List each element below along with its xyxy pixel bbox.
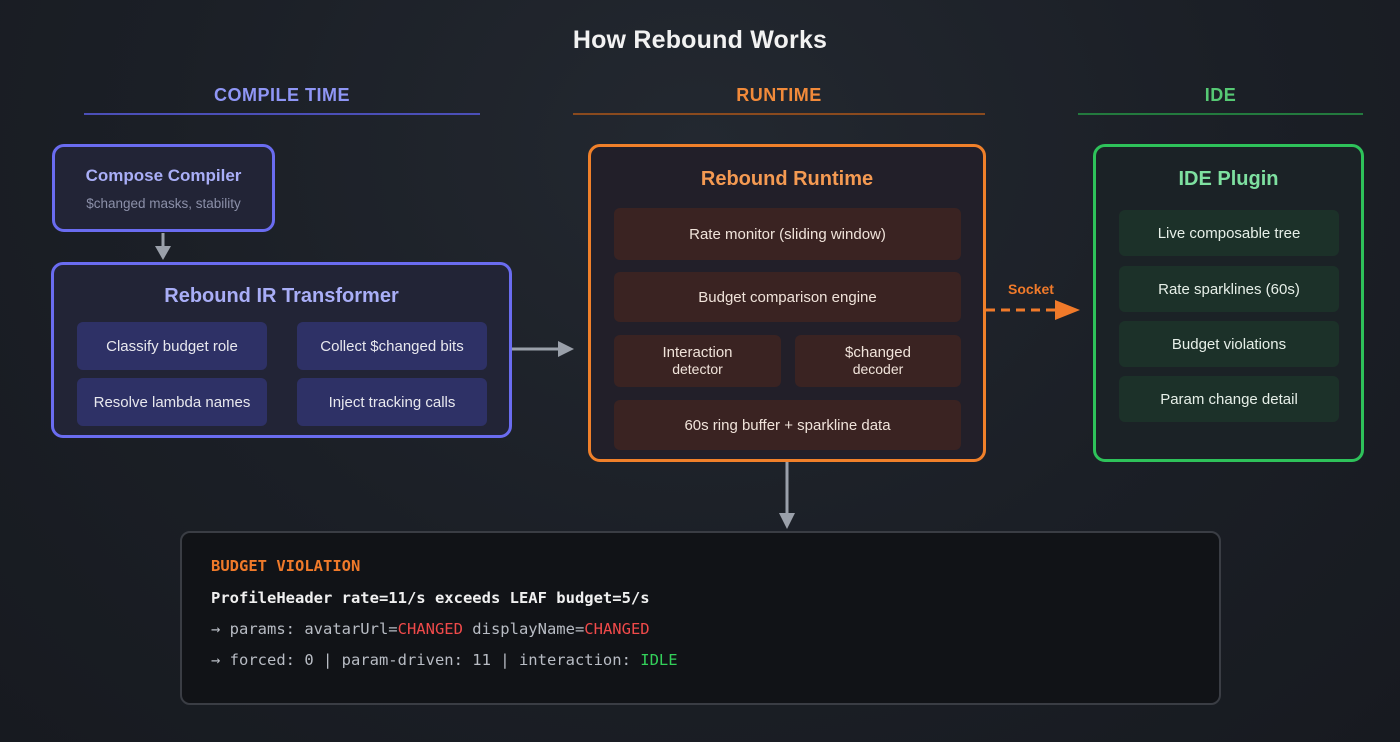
interaction-idle-status: IDLE [640,651,678,669]
changed-decoder-block: $changed decoder [795,335,961,387]
ide-plugin-box: IDE Plugin Live composable tree Rate spa… [1093,144,1364,462]
page-title: How Rebound Works [572,26,828,54]
column-divider-ide [1078,113,1363,115]
interaction-detector-line1: Interaction [662,344,733,361]
arrow-transformer-to-runtime [512,341,574,357]
socket-label: Socket [1008,281,1054,297]
column-divider-compile-time [84,113,480,115]
ir-transformer-box: Rebound IR Transformer Classify budget r… [51,262,512,438]
budget-engine-block: Budget comparison engine [614,272,961,322]
terminal-heading: BUDGET VIOLATION [211,557,361,575]
chip-inject-tracking-calls: Inject tracking calls [297,378,487,426]
ir-transformer-title: Rebound IR Transformer [164,285,399,307]
rebound-runtime-title: Rebound Runtime [700,168,874,190]
arrow-compiler-to-transformer [155,233,171,260]
chip-resolve-lambda-names: Resolve lambda names [77,378,267,426]
params-prefix: → params: avatarUrl= [211,620,398,638]
terminal-line-params: → params: avatarUrl=CHANGED displayName=… [211,620,650,638]
forced-prefix: → forced: 0 | param-driven: 11 | interac… [211,651,641,669]
column-header-compile-time: COMPILE TIME [214,85,350,105]
avatar-url-changed: CHANGED [397,620,463,638]
chip-collect-changed-bits: Collect $changed bits [297,322,487,370]
column-divider-runtime [573,113,985,115]
ide-item-rate-sparklines: Rate sparklines (60s) [1119,266,1339,312]
arrow-runtime-to-terminal [779,462,795,529]
interaction-detector-block: Interaction detector [614,335,781,387]
compose-compiler-box: Compose Compiler $changed masks, stabili… [52,144,275,232]
budget-violation-terminal: BUDGET VIOLATION ProfileHeader rate=11/s… [180,531,1221,705]
ide-item-budget-violations: Budget violations [1119,321,1339,367]
interaction-detector-line2: detector [672,361,723,377]
changed-decoder-line1: $changed [845,344,911,361]
ring-buffer-block: 60s ring buffer + sparkline data [614,400,961,450]
chip-classify-budget-role: Classify budget role [77,322,267,370]
rebound-runtime-box: Rebound Runtime Rate monitor (sliding wi… [588,144,986,462]
terminal-line-rate: ProfileHeader rate=11/s exceeds LEAF bud… [211,589,650,607]
ide-plugin-title: IDE Plugin [1178,168,1279,190]
rate-monitor-block: Rate monitor (sliding window) [614,208,961,260]
column-header-ide: IDE [1204,85,1237,105]
column-header-runtime: RUNTIME [736,85,822,105]
ide-item-param-change-detail: Param change detail [1119,376,1339,422]
arrow-runtime-to-ide-socket [986,300,1080,320]
terminal-line-forced: → forced: 0 | param-driven: 11 | interac… [211,651,678,669]
compose-compiler-subtitle: $changed masks, stability [86,196,241,211]
compose-compiler-title: Compose Compiler [85,166,242,185]
display-name-changed: CHANGED [584,620,650,638]
ide-item-live-composable-tree: Live composable tree [1119,210,1339,256]
changed-decoder-line2: decoder [852,361,904,377]
params-mid: displayName= [462,620,585,638]
